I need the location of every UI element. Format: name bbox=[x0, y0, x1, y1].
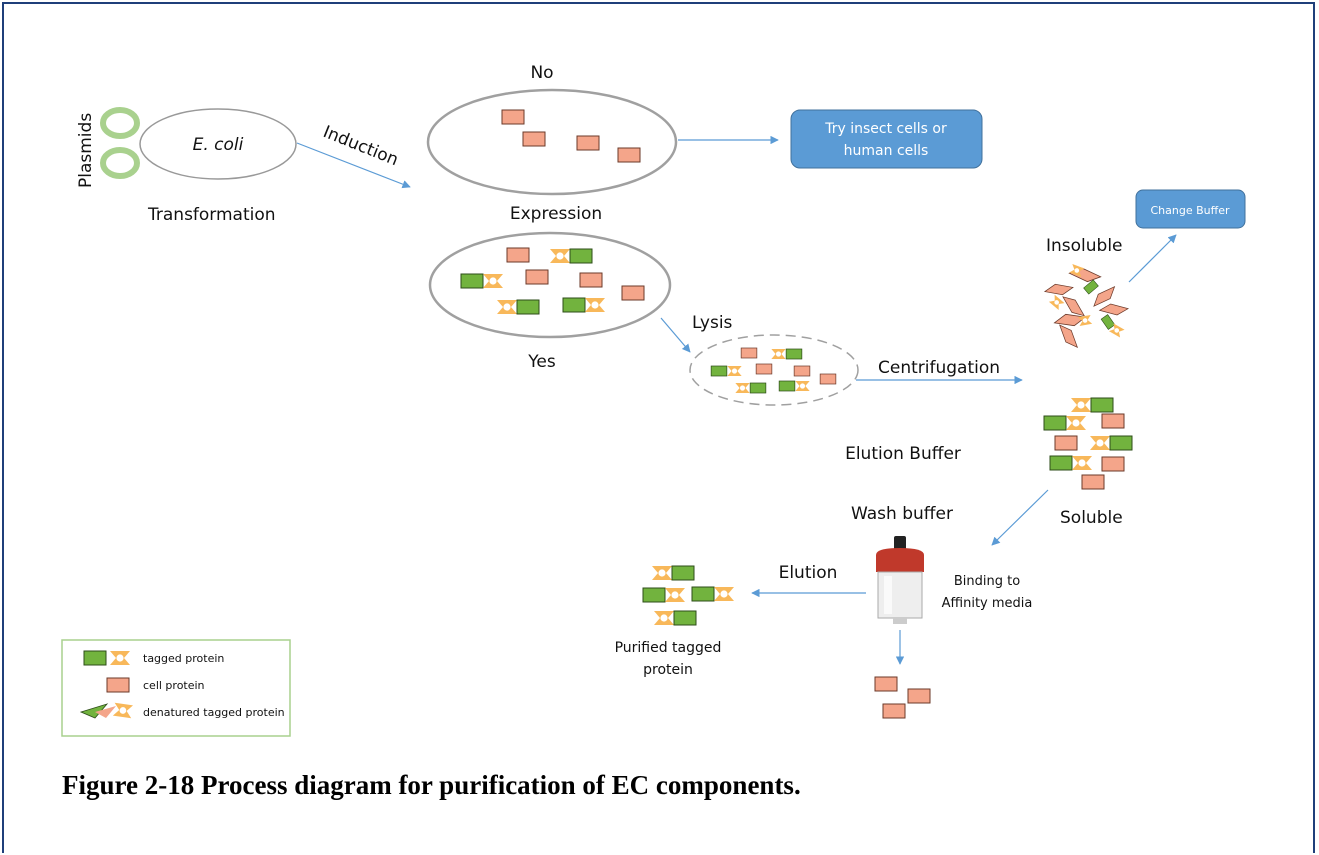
insect-box-line2: human cells bbox=[844, 143, 929, 159]
legend-cell: cell protein bbox=[143, 679, 205, 692]
expression-label: Expression bbox=[510, 204, 602, 224]
plasmids-icon bbox=[100, 107, 140, 179]
no-label: No bbox=[530, 63, 553, 83]
legend-denatured: denatured tagged protein bbox=[143, 706, 285, 719]
legend-tagged: tagged protein bbox=[143, 652, 224, 665]
elution-buffer-label: Elution Buffer bbox=[845, 444, 961, 464]
lysis-arrow bbox=[660, 317, 691, 353]
induction-label: Induction bbox=[320, 122, 401, 170]
binding-line2: Affinity media bbox=[942, 596, 1033, 611]
ecoli-cell bbox=[139, 108, 297, 180]
change-buffer-label: Change Buffer bbox=[1151, 204, 1230, 217]
purified-line2: protein bbox=[643, 662, 693, 678]
affinity-column-icon bbox=[876, 536, 924, 624]
insoluble-aggregates bbox=[1044, 263, 1129, 351]
lysis-label: Lysis bbox=[692, 313, 733, 333]
insect-box-line1: Try insect cells or bbox=[824, 121, 947, 137]
no-expression-cell bbox=[426, 88, 678, 196]
change-buffer-box bbox=[1135, 189, 1246, 229]
insect-cells-box bbox=[790, 109, 983, 169]
figure-caption: Figure 2-18 Process diagram for purifica… bbox=[62, 770, 801, 800]
purified-proteins bbox=[642, 565, 734, 626]
yes-label: Yes bbox=[527, 352, 556, 372]
flowthrough-proteins bbox=[874, 676, 931, 719]
ecoli-label: E. coli bbox=[193, 135, 244, 155]
wash-buffer-label: Wash buffer bbox=[851, 504, 953, 524]
plasmids-label: Plasmids bbox=[76, 113, 96, 188]
insoluble-to-buffer-arrow bbox=[1128, 234, 1177, 283]
elution-label: Elution bbox=[779, 563, 838, 583]
legend bbox=[61, 639, 291, 737]
centrifugation-label: Centrifugation bbox=[878, 358, 1000, 378]
soluble-label: Soluble bbox=[1060, 508, 1123, 528]
binding-line1: Binding to bbox=[954, 574, 1020, 589]
transformation-label: Transformation bbox=[147, 205, 276, 225]
soluble-proteins bbox=[1043, 397, 1133, 490]
lysate bbox=[689, 334, 859, 406]
induction-arrow bbox=[296, 142, 411, 189]
yes-expression-cell bbox=[428, 231, 672, 339]
soluble-to-column-arrow bbox=[991, 489, 1049, 546]
insoluble-label: Insoluble bbox=[1046, 236, 1123, 256]
purified-line1: Purified tagged bbox=[615, 640, 722, 656]
